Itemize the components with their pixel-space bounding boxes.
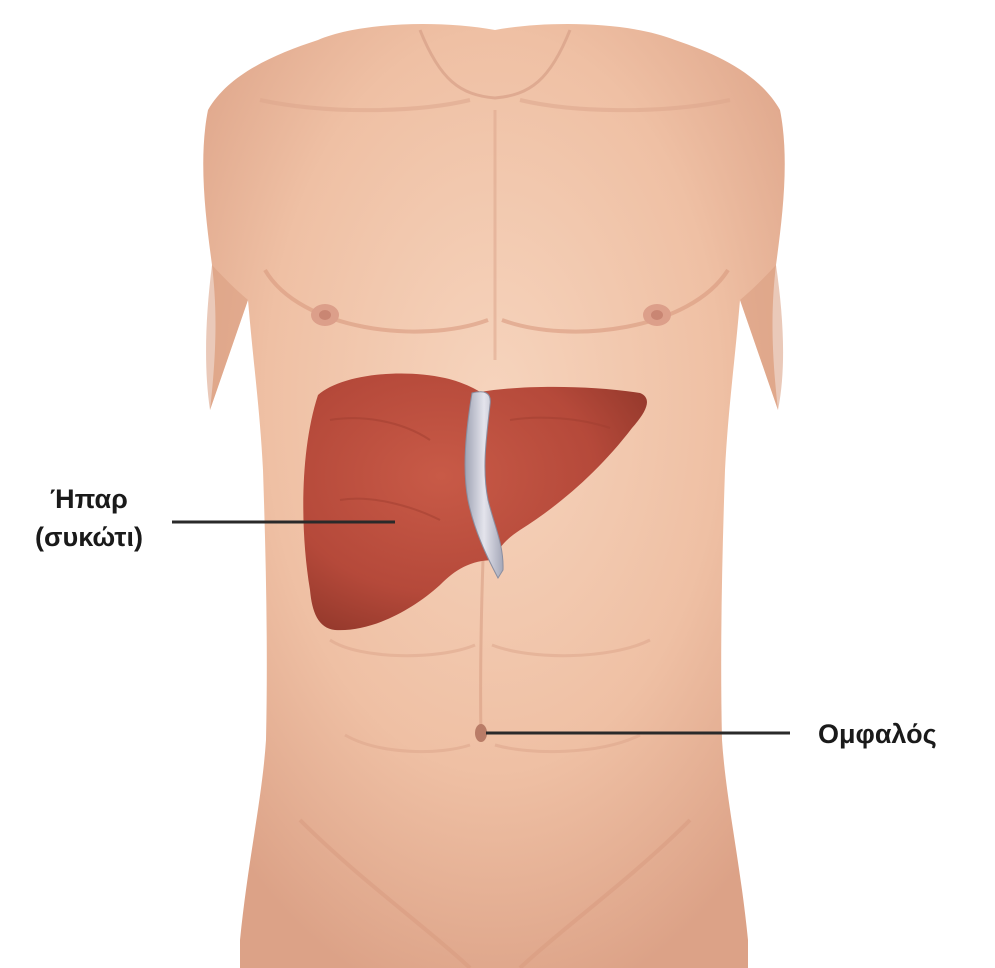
liver-label: Ήπαρ (συκώτι) <box>14 480 164 556</box>
navel <box>475 724 487 742</box>
left-nipple-center <box>319 310 331 320</box>
right-nipple-center <box>651 310 663 320</box>
liver-label-line2: (συκώτι) <box>14 518 164 556</box>
liver-label-line1: Ήπαρ <box>14 480 164 518</box>
navel-label: Ομφαλός <box>818 715 937 753</box>
